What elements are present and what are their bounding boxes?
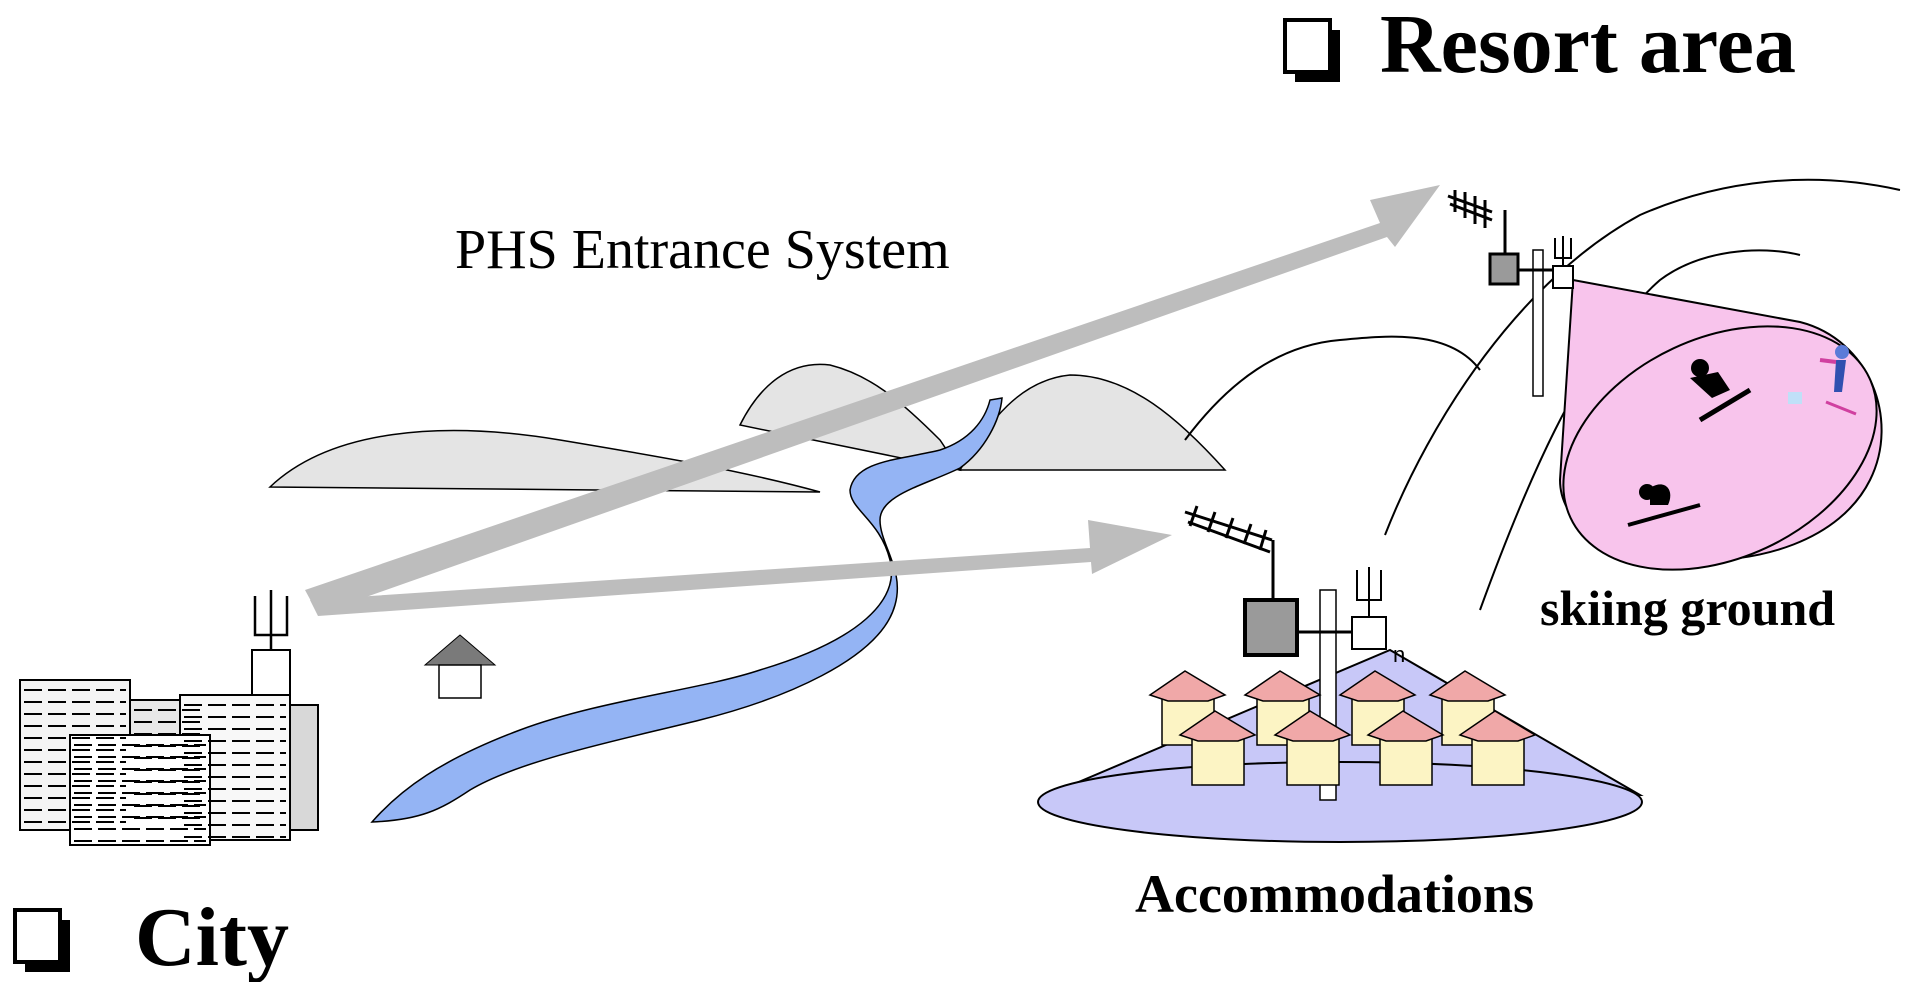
skier-icon (1627, 484, 1701, 527)
mountain-right (958, 374, 1227, 471)
city-base-station (251, 590, 291, 696)
house-icon (1273, 710, 1352, 786)
skier-icon (1690, 359, 1752, 423)
skiing-ground-label: skiing ground (1540, 580, 1835, 636)
antenna-icon (253, 590, 289, 650)
n-marker: n (1393, 642, 1405, 667)
resort-base-station (1447, 190, 1574, 397)
house-icon (423, 634, 497, 699)
river (370, 397, 1003, 823)
antenna-icon (1447, 190, 1507, 254)
system-label: PHS Entrance System (455, 219, 950, 281)
link-arrows (305, 185, 1440, 616)
arrow-to-resort (305, 185, 1440, 614)
antenna-icon (1184, 505, 1275, 600)
house-icon (1458, 710, 1537, 786)
houses (1148, 670, 1537, 786)
city-label: City (135, 891, 289, 982)
checkbox-icon (13, 908, 70, 972)
house-icon (1178, 710, 1257, 786)
checkbox-icon (1283, 18, 1340, 82)
arrow-to-village (310, 520, 1172, 616)
house-icon (1366, 710, 1445, 786)
building-icon (19, 679, 319, 846)
mountains (268, 363, 1227, 493)
city-heading: City (13, 891, 289, 982)
village-coverage (1037, 648, 1644, 843)
resort-area-label: Resort area (1380, 0, 1796, 91)
accommodations-label: Accommodations (1135, 864, 1534, 924)
resort-area-heading: Resort area (1283, 0, 1796, 91)
skier-icon (1788, 345, 1857, 416)
ski-coverage (1558, 278, 1883, 571)
